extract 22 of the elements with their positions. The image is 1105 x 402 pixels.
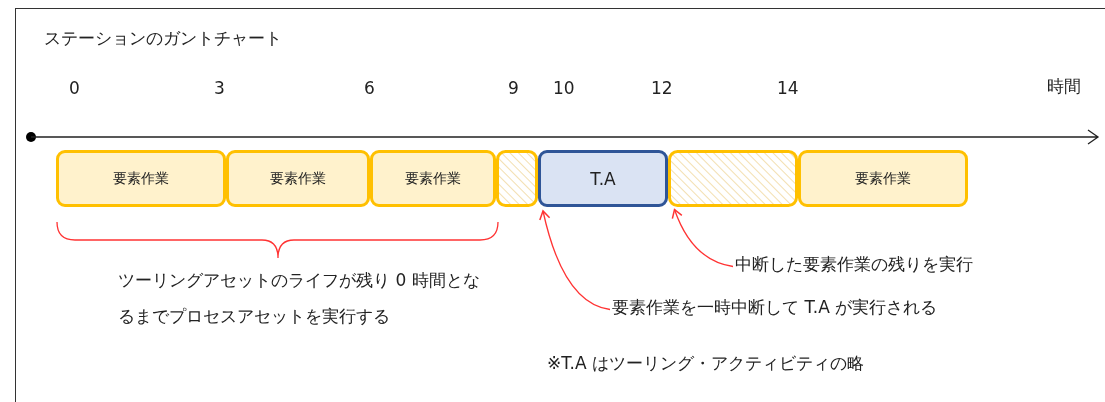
- tick-label: 9: [508, 78, 519, 98]
- task-bar: 要素作業: [226, 150, 370, 207]
- task-bar: T.A: [538, 150, 668, 207]
- leader-arrow: [671, 208, 734, 268]
- task-bar: 要素作業: [56, 150, 226, 207]
- hatched-bar: [496, 150, 538, 207]
- axis-label: 時間: [1047, 75, 1081, 98]
- tick-label: 0: [69, 78, 80, 98]
- hatched-bar: [668, 150, 798, 207]
- tick-label: 6: [364, 78, 375, 98]
- leader-arrow: [539, 210, 611, 311]
- tick-label: 14: [777, 78, 799, 98]
- annotation-text: 要素作業を一時中断して T.A が実行される: [612, 296, 938, 319]
- note: ツーリングアセットのライフが残り 0 時間となるまでプロセスアセットを実行する: [118, 269, 481, 328]
- tick-label: 3: [214, 78, 225, 98]
- chart-title: ステーションのガントチャート: [44, 27, 282, 50]
- note: ※T.A はツーリング・アクティビティの略: [547, 352, 865, 375]
- tick-label: 12: [651, 78, 673, 98]
- task-bar: 要素作業: [798, 150, 968, 207]
- annotation-text: 中断した要素作業の残りを実行: [735, 253, 973, 276]
- task-bar: 要素作業: [370, 150, 496, 207]
- tick-label: 10: [553, 78, 575, 98]
